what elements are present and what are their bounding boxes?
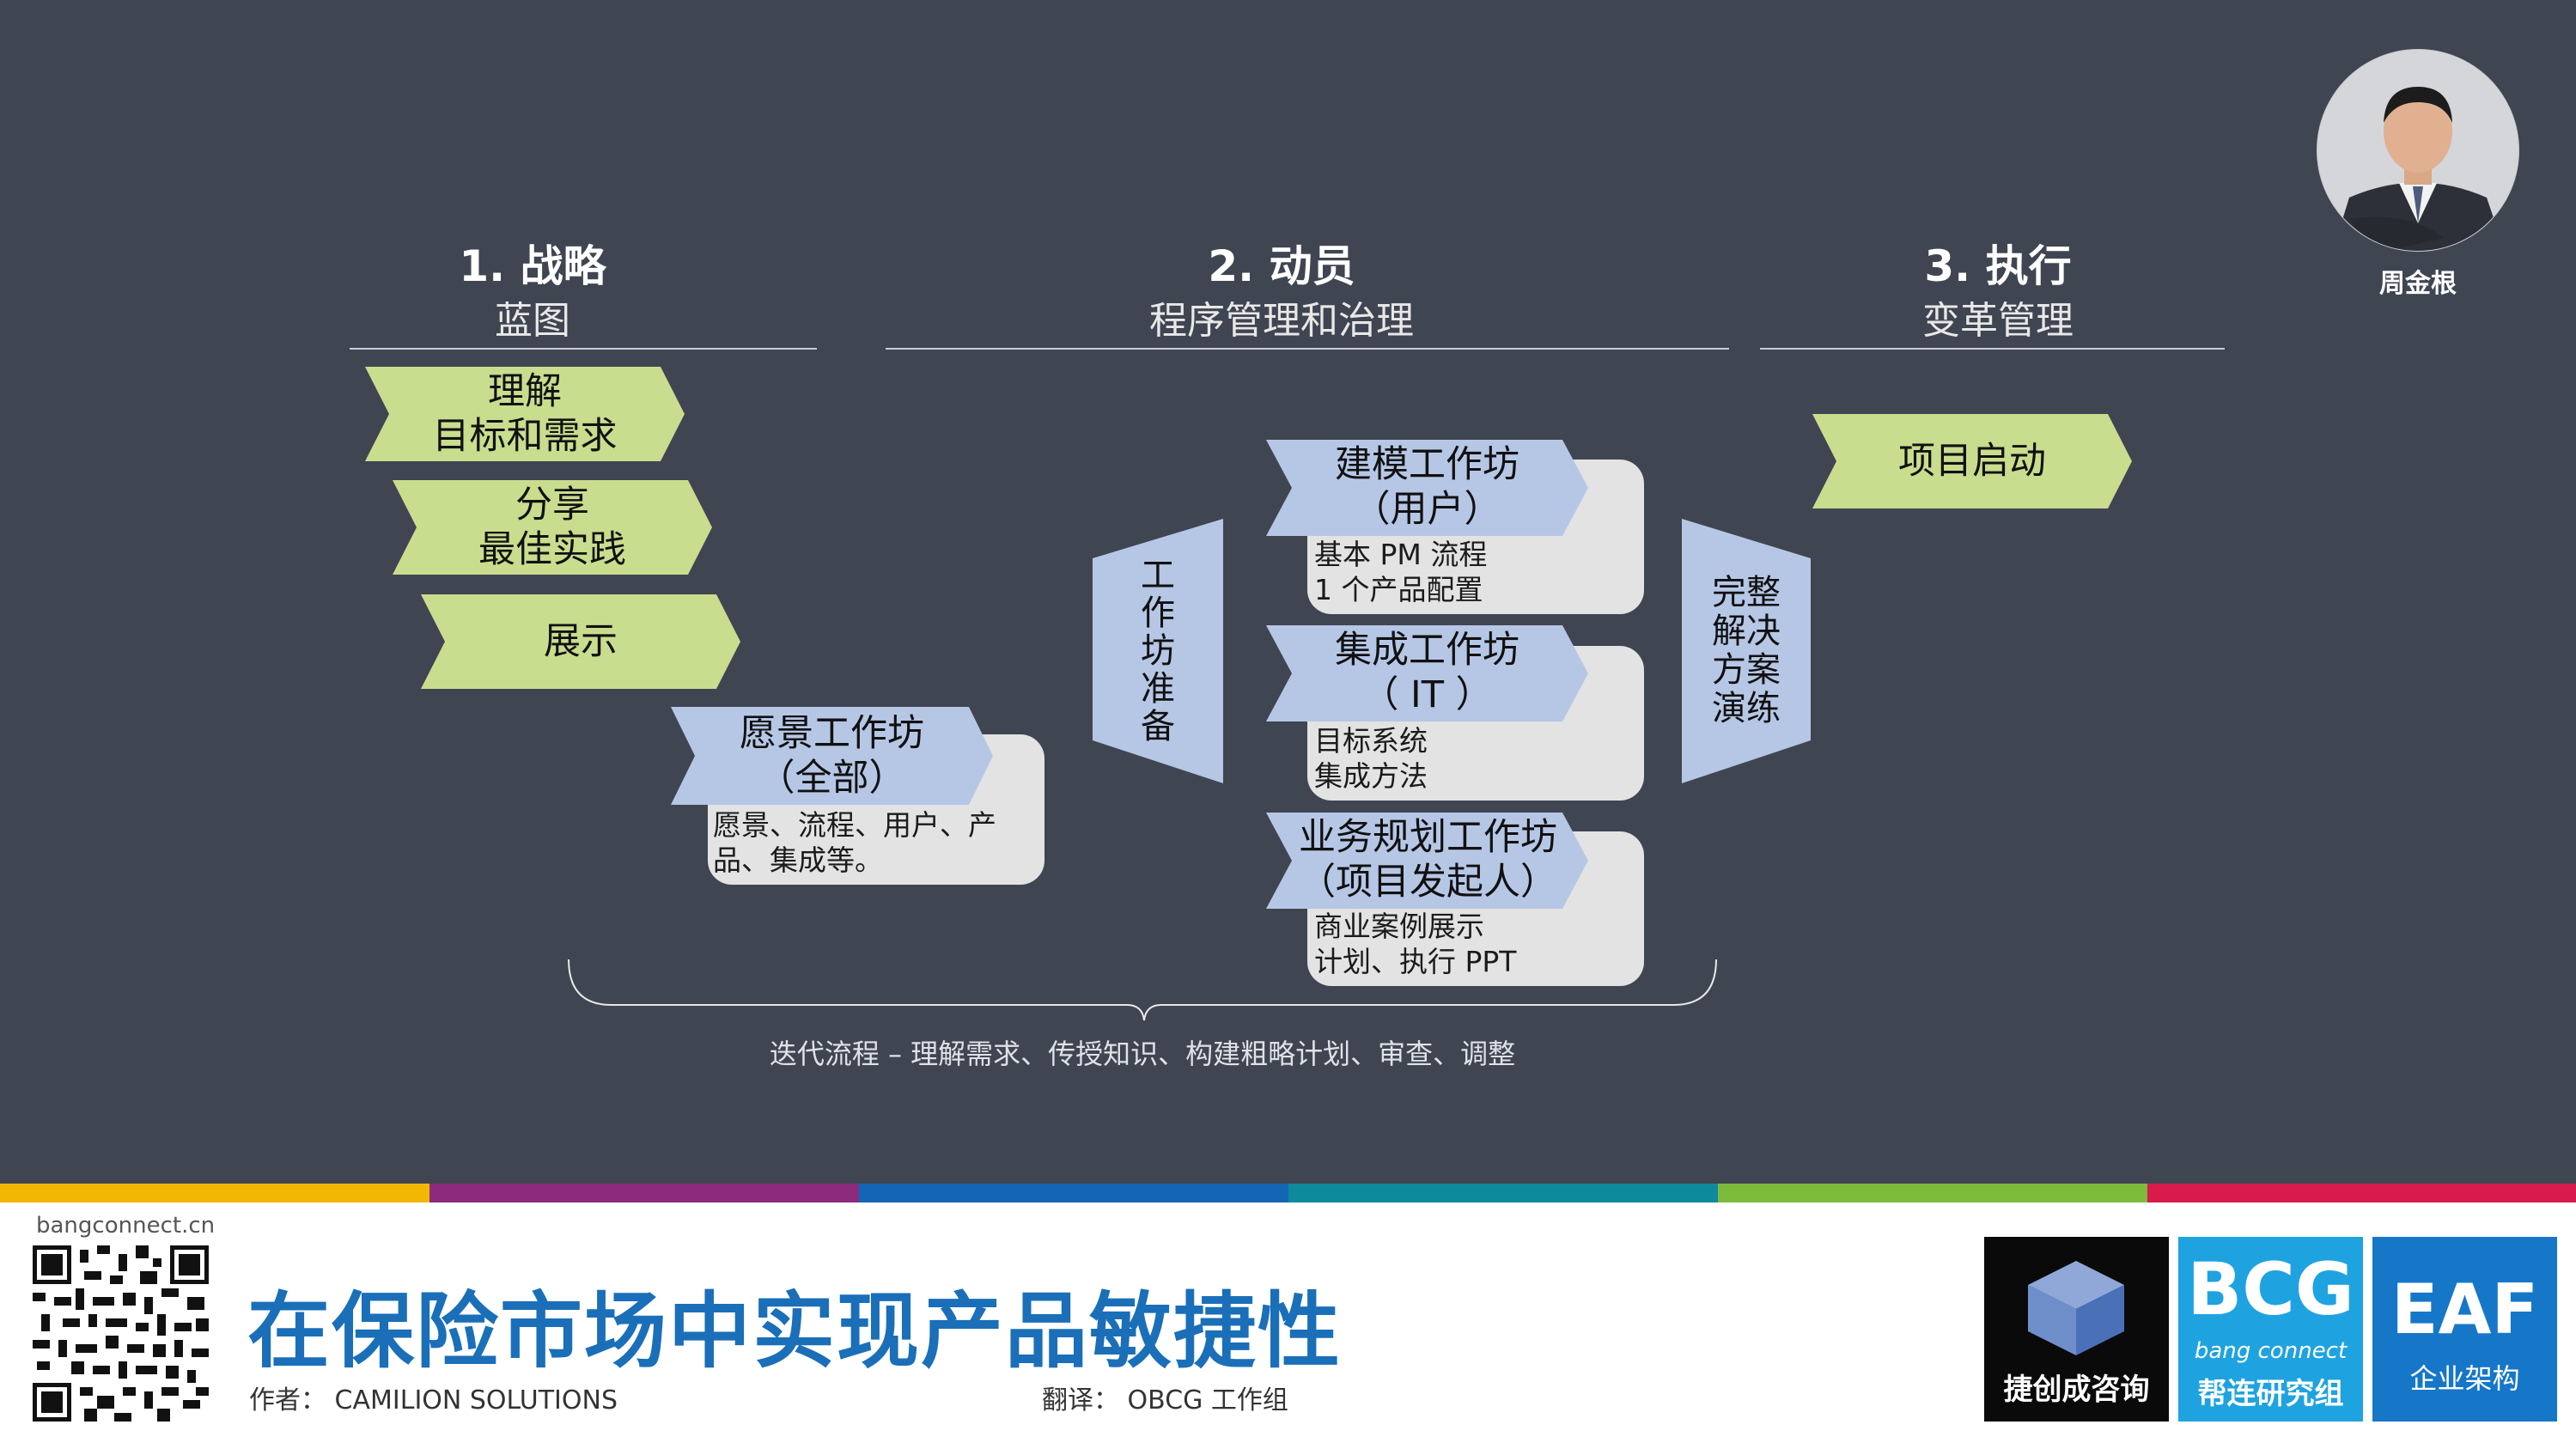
stripe-red	[2147, 1184, 2576, 1202]
section-title-strategy: 1. 战略	[459, 241, 606, 291]
chevron-share-label: 分享最佳实践	[478, 484, 626, 571]
workshop-prep-label: 工 作 坊 准 备	[1141, 556, 1175, 746]
logo-jiechuangcheng[interactable]: 捷创成咨询	[1984, 1237, 2169, 1422]
logo-bcg-tagline: bang connect	[2194, 1338, 2348, 1364]
stripe-blue	[859, 1184, 1288, 1202]
chevron-project-start	[1812, 414, 2132, 508]
business-workshop-title: 业务规划工作坊（项目发起人）	[1299, 816, 1557, 904]
logo-eaf-mark: EAF	[2390, 1269, 2539, 1349]
full-solution-label: 完整 解决 方案 演练	[1712, 573, 1781, 728]
logo-jiechuangcheng-label: 捷创成咨询	[2003, 1373, 2150, 1407]
iteration-caption: 迭代流程 – 理解需求、传授知识、构建粗略计划、审查、调整	[769, 1038, 1516, 1070]
chevron-modeling-workshop	[1266, 440, 1588, 536]
logo-bcg-label: 帮连研究组	[2197, 1377, 2344, 1411]
stripe-purple	[429, 1184, 859, 1202]
translator-credit: 翻译： OBCG 工作组	[1042, 1385, 1288, 1416]
chevron-demo	[421, 594, 740, 689]
chevron-understand-label: 理解目标和需求	[432, 370, 618, 458]
process-diagram	[365, 367, 2132, 1021]
section-title-mobilize: 2. 动员	[1208, 241, 1355, 291]
avatar	[2317, 49, 2519, 252]
author-credit: 作者： CAMILION SOLUTIONS	[249, 1385, 618, 1416]
stripe-yellow	[0, 1184, 429, 1202]
section-title-execute: 3. 执行	[1924, 241, 2072, 291]
business-workshop-note: 商业案例展示计划、执行 PPT	[1314, 910, 1517, 978]
qr-code	[33, 1245, 209, 1422]
site-url[interactable]: bangconnect.cn	[36, 1213, 216, 1239]
logo-bcg[interactable]: BCG bang connect 帮连研究组	[2178, 1237, 2363, 1422]
chevron-integration-workshop	[1266, 625, 1588, 721]
section-divider-execute	[1760, 348, 2225, 350]
section-subtitle-execute: 变革管理	[1922, 299, 2074, 343]
section-subtitle-strategy: 蓝图	[495, 299, 570, 343]
vision-workshop-title: 愿景工作坊（全部）	[740, 712, 924, 800]
modeling-workshop-title: 建模工作坊（用户）	[1335, 443, 1519, 531]
section-divider-strategy	[350, 348, 817, 350]
section-subtitle-mobilize: 程序管理和治理	[1149, 299, 1414, 343]
logo-bcg-mark: BCG	[2187, 1247, 2354, 1331]
chevron-vision-workshop	[671, 707, 993, 805]
trapezoid-workshop-prep	[1093, 519, 1223, 783]
chevron-demo-label: 展示	[544, 620, 618, 663]
chevron-share	[393, 480, 712, 575]
page-title: 在保险市场中实现产品敏捷性	[247, 1283, 1342, 1379]
presenter-name: 周金根	[2379, 269, 2457, 299]
section-divider-mobilize	[886, 348, 1729, 350]
integration-workshop-note: 目标系统集成方法	[1314, 724, 1428, 793]
iteration-brace	[568, 959, 1717, 1021]
trapezoid-full-solution	[1682, 519, 1811, 783]
vision-workshop-note: 愿景、流程、用户、产品、集成等。	[713, 808, 996, 877]
chevron-business-workshop	[1266, 813, 1588, 909]
logo-eaf[interactable]: EAF 企业架构	[2372, 1237, 2557, 1422]
stripe-green	[1718, 1184, 2147, 1202]
project-start-label: 项目启动	[1898, 440, 2046, 483]
stripe-teal	[1288, 1184, 1718, 1202]
integration-workshop-title: 集成工作坊（ IT ）	[1335, 629, 1519, 716]
cube-icon	[2028, 1261, 2124, 1355]
chevron-understand	[365, 367, 685, 461]
logo-eaf-label: 企业架构	[2409, 1362, 2520, 1395]
